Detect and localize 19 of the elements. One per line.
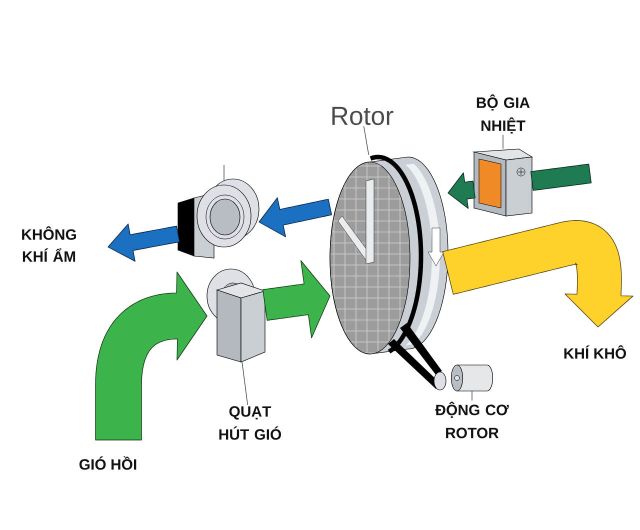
block-arrow (448, 172, 476, 209)
leader-line (502, 134, 504, 150)
part-label: BỘ GIA NHIỆT (476, 94, 530, 134)
block-arrow (108, 224, 180, 262)
leader-line (242, 362, 248, 406)
part-label: ĐỘNG CƠ ROTOR (435, 402, 509, 438)
airflow-label: KHÔNG KHÍ ẨM (22, 226, 76, 262)
fan (178, 164, 260, 258)
fan (206, 268, 266, 362)
motor (450, 364, 494, 392)
block-arrow (258, 197, 332, 238)
part-label: Rotor (332, 106, 394, 126)
airflow-label: KHÍ KHÔ (564, 345, 626, 359)
leader-line (363, 126, 370, 156)
airflow-label: GIÓ HỒI (79, 456, 136, 470)
part-label: QUẠT HÚT GIÓ (219, 406, 282, 440)
block-arrow (530, 164, 592, 191)
rotor-wheel (330, 154, 448, 390)
block-arrow (442, 220, 634, 328)
